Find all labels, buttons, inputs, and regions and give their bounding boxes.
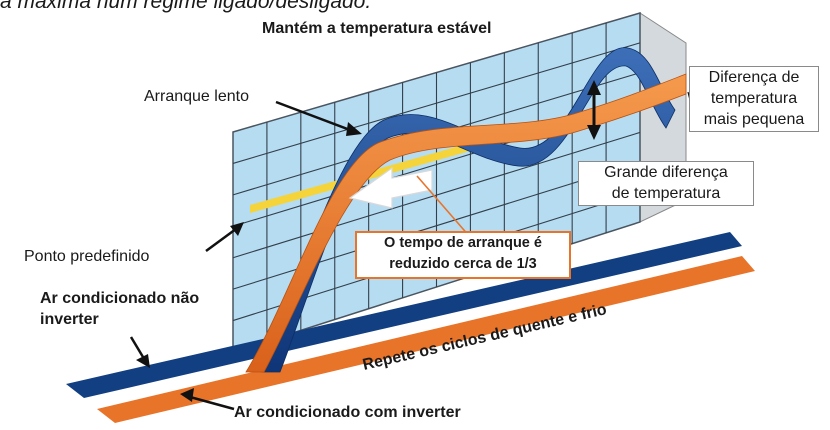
smaller-difference-box: Diferença de temperatura mais pequena: [689, 66, 819, 132]
inverter-label: Ar condicionado com inverter: [234, 404, 461, 421]
start-time-arrow: [348, 166, 433, 209]
cut-off-heading: a máxima num regime ligado/desligado.: [0, 0, 372, 13]
non-inverter-ribbon: [261, 47, 676, 373]
stable-temperature-label: Mantém a temperatura estável: [262, 20, 492, 37]
non-inverter-bar: [66, 232, 742, 398]
slow-start-label: Arranque lento: [144, 88, 249, 105]
slow-start-leader: [275, 100, 359, 135]
large-difference-box: Grande diferença de temperatura: [578, 161, 754, 206]
setpoint-label: Ponto predefinido: [24, 248, 150, 265]
setpoint-arrowhead: [230, 222, 244, 236]
inverter-leader: [189, 395, 235, 411]
inverter-bar: [97, 256, 755, 423]
start-time-leader: [416, 175, 471, 238]
inverter-ribbon: [245, 73, 687, 373]
inverter-arrowhead: [180, 388, 194, 402]
temperature-difference-arrow: [587, 80, 601, 140]
slow-start-arrowhead: [346, 122, 362, 136]
start-time-callout: O tempo de arranque é reduzido cerca de …: [355, 231, 571, 279]
non-inverter-label: Ar condicionado não inverter: [40, 290, 200, 328]
non-inverter-arrowhead: [136, 354, 150, 368]
